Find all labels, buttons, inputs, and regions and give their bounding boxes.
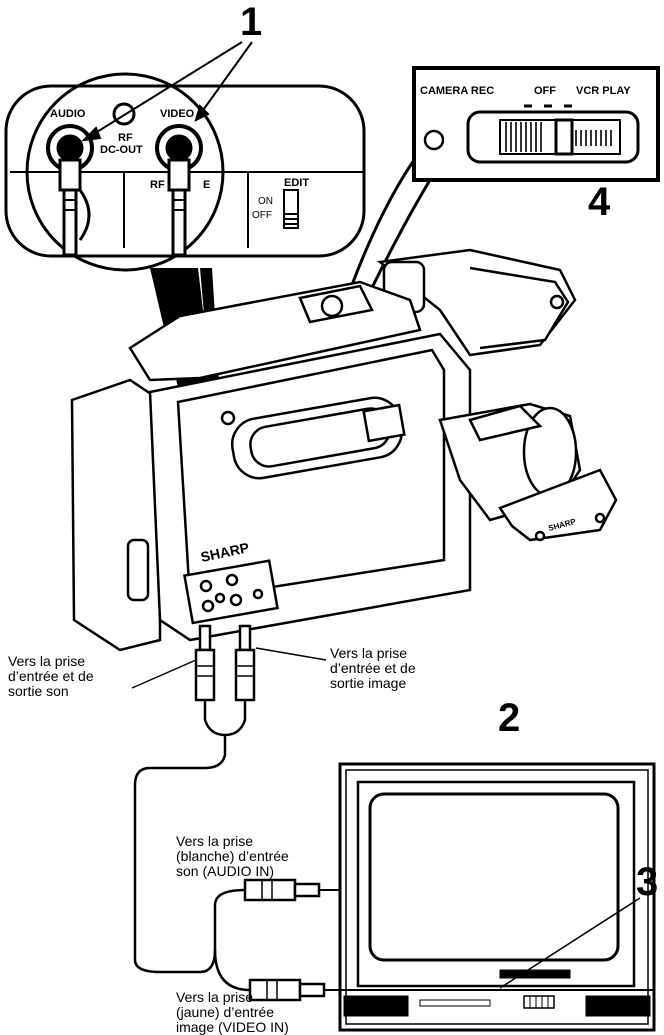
edit-label: EDIT — [284, 177, 309, 189]
video-jack-icon — [155, 124, 203, 257]
video-jack-label: VIDEO — [160, 108, 195, 120]
dc-out-label: DC-OUT — [100, 144, 143, 156]
rf-jack-icon — [112, 102, 136, 126]
step1-arrows — [81, 41, 253, 142]
tv-audio-in-callout: Vers la prise (blanche) d’entrée son (AU… — [176, 833, 289, 879]
camera-rec-label: CAMERA REC — [420, 85, 494, 97]
switch-callout-cone — [348, 159, 432, 301]
mode-switch-closeup — [412, 66, 660, 182]
rf-partial-label: RF — [150, 179, 165, 191]
step-3-number: 3 — [636, 860, 659, 904]
camcorder-illustration — [70, 248, 618, 652]
step-4-number: 4 — [588, 180, 611, 224]
audio-jack-icon — [46, 124, 94, 257]
step-1-number: 1 — [240, 0, 263, 44]
vcr-play-label: VCR PLAY — [576, 85, 631, 97]
off-label: OFF — [534, 85, 556, 97]
edit-switch-icon — [283, 189, 299, 229]
edit-off-label: OFF — [252, 210, 272, 221]
slider-knob-icon — [554, 118, 574, 156]
audio-jack-callout: Vers la prise d’entrée et de sortie son — [8, 653, 94, 699]
video-jack-callout: Vers la prise d’entrée et de sortie imag… — [330, 645, 416, 691]
rf-label: RF — [118, 132, 133, 144]
rf-partial-end-label: E — [203, 179, 210, 191]
edit-on-label: ON — [258, 196, 273, 207]
step-2-number: 2 — [498, 696, 521, 740]
audio-jack-label: AUDIO — [50, 108, 86, 120]
av-cable — [133, 624, 340, 1002]
tv-video-in-callout: Vers la prise (jaune) d’entrée image (VI… — [176, 989, 289, 1035]
television-illustration — [338, 762, 656, 1032]
jack-panel-closeup — [4, 72, 366, 272]
